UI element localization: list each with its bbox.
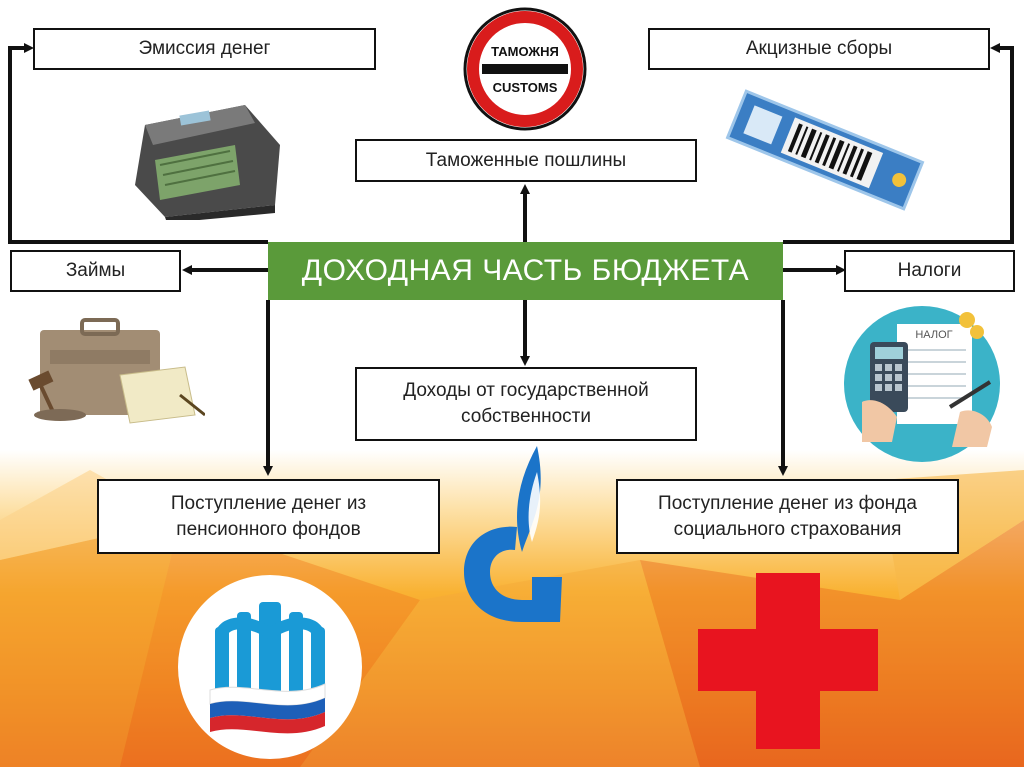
budget-revenue-title: ДОХОДНАЯ ЧАСТЬ БЮДЖЕТА	[268, 242, 783, 300]
gazprom-flame-icon	[464, 446, 562, 622]
state-property-box: Доходы от государственной собственности	[355, 367, 697, 441]
emission-box: Эмиссия денег	[33, 28, 376, 70]
pension-box: Поступление денег из пенсионного фондов	[97, 479, 440, 554]
tax-calculator-icon: НАЛОГ	[844, 306, 1000, 462]
budget-revenue-label: ДОХОДНАЯ ЧАСТЬ БЮДЖЕТА	[301, 254, 750, 287]
social-insurance-label: Поступление денег из фонда социального с…	[658, 492, 917, 540]
loan-briefcase-icon	[28, 318, 205, 424]
excise-box: Акцизные сборы	[648, 28, 990, 70]
red-cross-icon	[698, 573, 878, 749]
pension-label: Поступление денег из пенсионного фондов	[170, 492, 367, 540]
state-property-label: Доходы от государственной собственности	[403, 380, 649, 427]
customs-sign-icon: ТАМОЖНЯ CUSTOMS	[463, 7, 587, 131]
money-counter-icon	[135, 105, 280, 220]
customs-duties-label: Таможенные пошлины	[425, 149, 627, 171]
tax-sheet-label: НАЛОГ	[915, 329, 952, 341]
customs-duties-box: Таможенные пошлины	[355, 139, 697, 182]
customs-sign-bottom: CUSTOMS	[493, 80, 558, 95]
loans-label: Займы	[65, 260, 126, 282]
taxes-label: Налоги	[897, 260, 962, 282]
excise-label: Акцизные сборы	[745, 38, 893, 60]
loans-box: Займы	[10, 250, 181, 292]
customs-sign-top: ТАМОЖНЯ	[491, 44, 559, 59]
excise-stamp-icon	[725, 89, 925, 211]
taxes-box: Налоги	[844, 250, 1015, 292]
pension-fund-logo-icon	[178, 575, 362, 759]
emission-label: Эмиссия денег	[138, 38, 271, 60]
social-insurance-box: Поступление денег из фонда социального с…	[616, 479, 959, 554]
